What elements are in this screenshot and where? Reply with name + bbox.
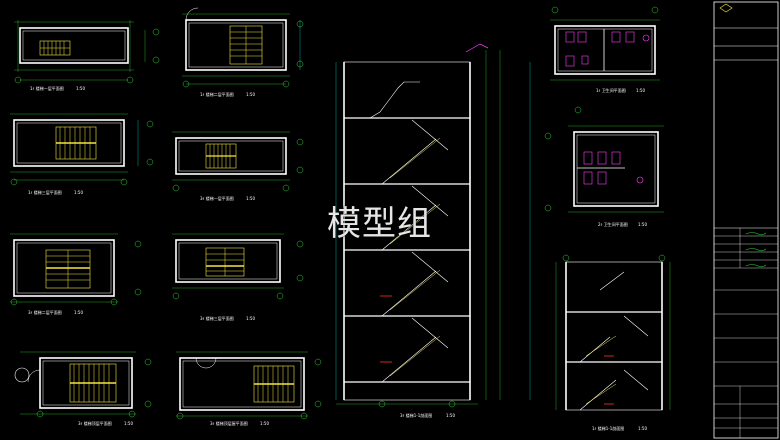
- section-scale: 1:50: [446, 413, 455, 418]
- toilet-1: [550, 6, 660, 81]
- toilet-scale: 1:50: [636, 88, 645, 93]
- dimension-lines: [137, 20, 531, 400]
- plan-scale: 1:50: [260, 421, 269, 426]
- plan-4: [172, 131, 304, 192]
- plan-scale: 1:50: [74, 190, 83, 195]
- section-2: [555, 254, 671, 411]
- toilet-scale: 1:50: [638, 222, 647, 227]
- section-1: [336, 43, 501, 408]
- title-block: [713, 1, 779, 439]
- plan-1: [14, 20, 160, 84]
- plan-title: 1♯ 楼梯三层平面图: [28, 190, 62, 195]
- section-title: 3♯ 楼梯1-1剖面图: [400, 413, 433, 418]
- plan-5: [10, 233, 142, 306]
- plan-scale: 1:50: [76, 86, 85, 91]
- section-scale: 1:50: [638, 426, 647, 431]
- plan-7: [14, 351, 152, 418]
- plan-scale: 1:50: [246, 196, 255, 201]
- plan-scale: 1:50: [74, 310, 83, 315]
- plan-2: [182, 7, 304, 88]
- plan-scale: 1:50: [124, 421, 133, 426]
- plan-scale: 1:50: [246, 92, 255, 97]
- watermark: 模型组: [327, 204, 432, 244]
- plan-scale: 1:50: [246, 316, 255, 321]
- plan-title: 3♯ 楼梯顶层平面图: [78, 421, 112, 426]
- plan-title: 3♯ 楼梯三层平面图: [200, 316, 234, 321]
- plan-6: [172, 233, 304, 300]
- toilet-title: 1♯ 卫生间平面图: [596, 88, 626, 93]
- section-title: 1♯ 楼梯1-1剖面图: [592, 426, 625, 431]
- plan-3: [10, 113, 154, 186]
- plan-title: 3♯ 楼梯顶层屋平面图: [210, 421, 248, 426]
- plan-title: 1♯ 楼梯二层平面图: [200, 92, 234, 97]
- plan-title: 3♯ 楼梯二层平面图: [28, 310, 62, 315]
- toilet-2: [544, 106, 664, 213]
- plan-8: [176, 351, 322, 420]
- toilet-title: 2♯ 卫生间平面图: [598, 222, 628, 227]
- plan-title: 3♯ 楼梯一层平面图: [200, 196, 234, 201]
- plan-title: 1♯ 楼梯一层平面图: [30, 86, 64, 91]
